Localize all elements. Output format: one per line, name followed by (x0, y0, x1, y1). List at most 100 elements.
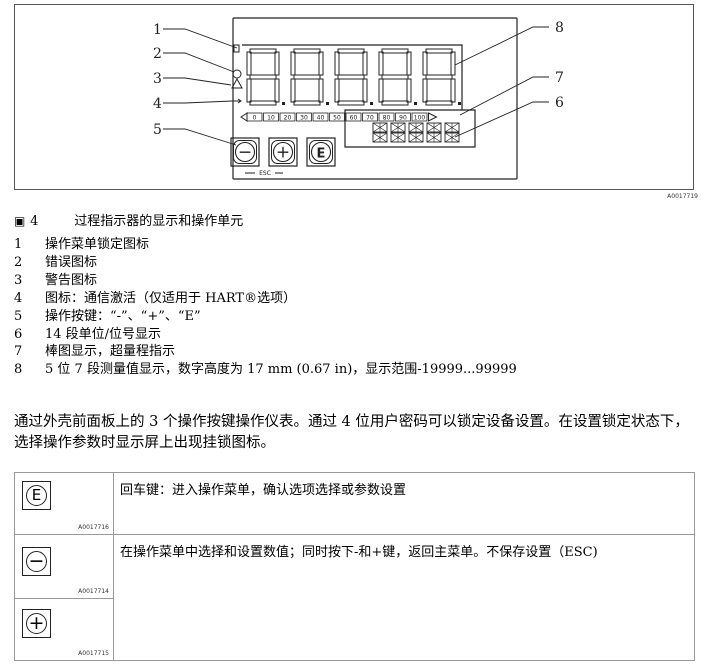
bargraph-cell (312, 112, 329, 122)
decimal-point (282, 102, 285, 105)
plus-key-icon: + (22, 609, 51, 638)
legend-number: 2 (14, 254, 23, 270)
enter-key-description: 回车键：进入操作菜单，确认选项选择或参数设置 (113, 472, 695, 535)
callout-number: 5 (153, 122, 162, 138)
legend-number: 3 (14, 272, 23, 288)
digit-segment (274, 51, 280, 76)
bargraph-cell (411, 112, 428, 122)
digit-segment (450, 78, 456, 103)
digit-segment (274, 78, 280, 103)
digit-segment (362, 78, 368, 103)
digit-segment (246, 78, 252, 103)
digit-segment (406, 51, 412, 76)
callout-number: 7 (555, 70, 564, 86)
warning-icon (231, 77, 243, 89)
plus-key-id: A0017715 (78, 650, 109, 657)
plus-key-inner (271, 140, 295, 164)
digit-segment (425, 100, 453, 106)
digit-segment (381, 48, 409, 54)
legend-text: 错误图标 (45, 254, 98, 270)
legend-item: 8 5 位 7 段测量值显示，数字高度为 17 mm (0.67 in)，显示范围… (14, 361, 517, 379)
overrange-arrow (428, 112, 438, 122)
minus-plus-key-description: 在操作菜单中选择和设置数值；同时按下-和+键，返回主菜单。不保存设置（ESC) (113, 534, 695, 661)
legend-number: 8 (14, 362, 23, 378)
digit-segment (318, 78, 324, 103)
legend-text: 操作菜单锁定图标 (45, 237, 150, 252)
digit-segment (425, 74, 453, 80)
enter-key-cell: E A0017716 (14, 472, 114, 535)
device-housing (232, 17, 518, 180)
callout-number: 6 (555, 95, 564, 111)
error-icon (232, 69, 242, 79)
bargraph-tick-label: 10 (267, 115, 275, 122)
unit-segment-diagonal (408, 132, 424, 143)
unit-segment-diagonal (408, 122, 424, 133)
keys-table: E A0017716 回车键：进入操作菜单，确认选项选择或参数设置 − A001… (14, 472, 695, 661)
callout-line (163, 28, 238, 49)
digit-segment (293, 100, 321, 106)
bargraph-tick-label: 90 (399, 115, 407, 122)
e-key (306, 137, 336, 167)
enter-key-icon: E (22, 481, 51, 510)
minus-key-glyph: − (238, 143, 252, 163)
callout-line (163, 77, 232, 86)
digit-segment (337, 100, 365, 106)
digit-segment (249, 74, 277, 80)
figure-title: 过程指示器的显示和操作单元 (74, 214, 244, 229)
digit-segment (337, 48, 365, 54)
bargraph-cell (263, 112, 279, 122)
callout-number: 2 (153, 46, 162, 62)
legend-text: 警告图标 (45, 272, 98, 288)
minus-key (230, 137, 260, 167)
bargraph-cell (362, 112, 378, 122)
legend-number: 7 (14, 344, 23, 360)
unit-segment-diagonal (390, 132, 406, 143)
digit-segment (249, 48, 277, 54)
digit-segment (378, 78, 384, 103)
digit-segment (246, 51, 252, 76)
bargraph-cell (378, 112, 395, 122)
decimal-point (414, 102, 417, 105)
lock-icon (233, 44, 240, 53)
callout-number: 4 (153, 96, 162, 112)
minus-key-id: A0017714 (78, 588, 109, 595)
plus-key-circle (272, 141, 294, 163)
bargraph-cell (296, 112, 312, 122)
digit-segment (381, 100, 409, 106)
callout-number: 1 (153, 22, 162, 38)
bargraph-tick-label: 50 (333, 115, 341, 122)
minus-key-icon: − (22, 547, 51, 576)
figure-id: A0017719 (667, 193, 698, 200)
callout-line (163, 128, 237, 146)
bargraph-cell (395, 112, 411, 122)
underrange-arrow (240, 112, 248, 122)
callout-line (454, 101, 549, 138)
legend-item: 2 错误图标 (14, 254, 517, 272)
bargraph-cell (345, 112, 362, 122)
lcd-outline (242, 44, 476, 148)
legend-text: 图标：通信激活（仅适用于 HART®选项） (45, 290, 297, 306)
unit-segment-diagonal (426, 132, 442, 143)
legend-text: 5 位 7 段测量值显示，数字高度为 17 mm (0.67 in)，显示范围-… (45, 362, 517, 378)
unit-segment-diagonal (390, 122, 406, 133)
plus-key (268, 137, 298, 167)
legend-text: 14 段单位/位号显示 (45, 326, 162, 342)
plus-key-cell: + A0017715 (14, 598, 114, 661)
bargraph-tick-label: 70 (366, 115, 374, 122)
callout-line (459, 76, 549, 116)
bargraph-tick-label: 40 (317, 115, 325, 122)
bargraph-tick-label: 0 (253, 115, 257, 122)
digit-segment (337, 74, 365, 80)
bargraph-tick-label: 20 (284, 115, 292, 122)
callout-line (163, 100, 233, 104)
bargraph-cell (246, 112, 263, 122)
callout-line (454, 26, 549, 66)
digit-segment (249, 100, 277, 106)
plus-key-glyph: + (276, 143, 290, 163)
legend-number: 5 (14, 308, 23, 324)
digit-segment (290, 51, 296, 76)
callout-line (163, 52, 235, 73)
decimal-point (370, 102, 373, 105)
